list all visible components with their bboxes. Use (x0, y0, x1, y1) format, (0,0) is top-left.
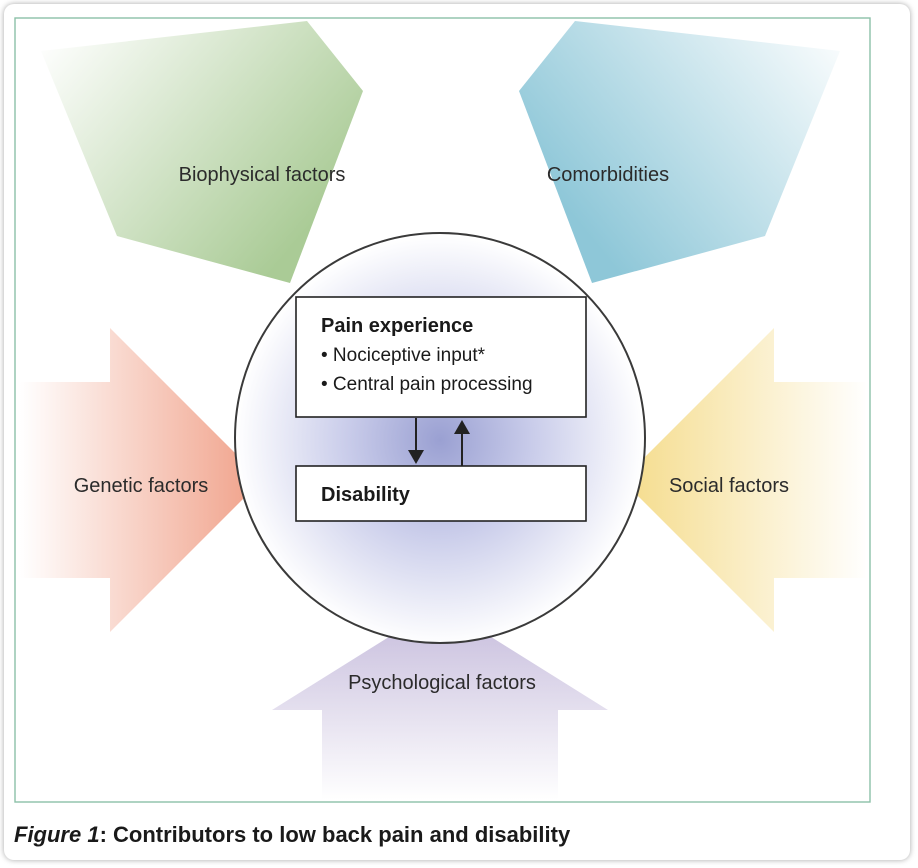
disability-box: Disability (295, 465, 587, 522)
biophysical-factors-label: Biophysical factors (179, 164, 346, 186)
nociceptive-input-item: • Nociceptive input* (321, 345, 486, 366)
psychological-factors-arrow (272, 605, 608, 800)
pain-experience-box: Pain experience • Nociceptive input* • C… (295, 296, 587, 418)
figure-caption-separator: : (99, 822, 114, 847)
comorbidities-label: Comorbidities (547, 164, 669, 186)
disability-title: Disability (321, 484, 411, 506)
pain-experience-title: Pain experience (321, 315, 473, 337)
genetic-factors-label: Genetic factors (74, 475, 209, 497)
figure-label: Figure 1 (14, 822, 100, 847)
biophysical-arrow (41, 21, 363, 283)
genetic-factors-arrow (18, 328, 262, 632)
figure-caption: Figure 1: Contributors to low back pain … (14, 822, 570, 848)
psychological-factors-label: Psychological factors (348, 672, 536, 694)
down-arrow (408, 418, 424, 464)
figure-frame (14, 17, 871, 803)
social-factors-label: Social factors (669, 475, 789, 497)
comorbidities-arrow (519, 21, 840, 283)
up-arrow (454, 420, 470, 466)
center-circle (234, 232, 646, 644)
figure-caption-text: Contributors to low back pain and disabi… (113, 822, 571, 847)
central-pain-processing-item: • Central pain processing (321, 374, 533, 395)
social-factors-arrow (622, 328, 866, 632)
